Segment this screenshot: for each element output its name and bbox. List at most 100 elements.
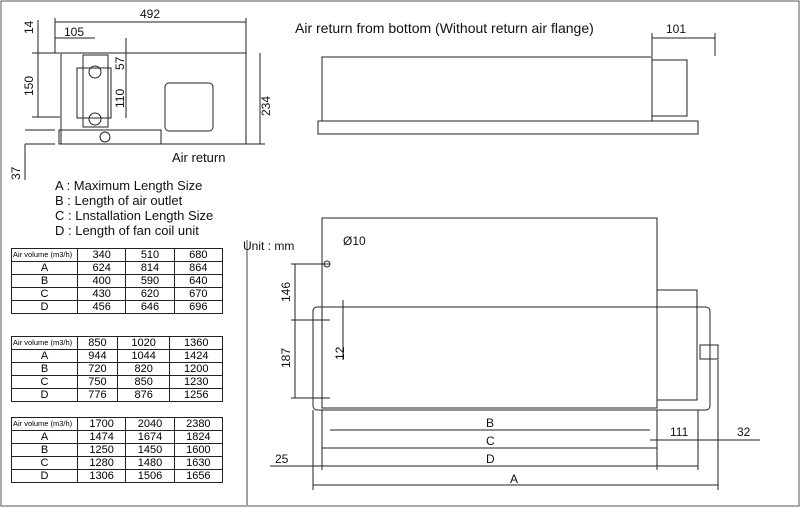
cell-value: 400 [76,274,127,288]
row-key: D [11,469,78,483]
legend: A : Maximum Length Size B : Length of ai… [55,178,213,238]
dim-14: 14 [22,20,36,34]
dim-187: 187 [279,348,293,368]
cell-value: 456 [76,300,127,314]
dim-57: 57 [113,56,127,70]
cell-value: 624 [76,261,127,275]
dim-150: 150 [22,76,36,96]
cell-value: 776 [77,388,118,402]
dim-101: 101 [666,22,686,36]
air-volume-value: 680 [173,248,224,262]
junction-box [164,82,214,132]
cell-value: 1600 [173,443,224,457]
legend-c: C : Lnstallation Length Size [55,208,213,223]
plan-body [321,217,658,409]
legend-b: B : Length of air outlet [55,193,183,208]
plan-view: Unit : mm Ø10 146 187 12 B C D 25 A 111 … [243,217,760,490]
side-base [317,120,699,135]
dim-32: 32 [737,425,751,439]
air-volume-header: Air volume (m3/h) [11,417,78,431]
row-key: D [11,388,78,402]
dim-a: A [510,472,518,486]
cell-value: 1230 [169,375,223,389]
cell-value: 1306 [76,469,127,483]
air-volume-value: 1700 [76,417,127,431]
legend-d: D : Length of fan coil unit [55,223,199,238]
dim-b: B [486,416,494,430]
cell-value: 1474 [76,430,127,444]
dim-d: D [486,452,495,466]
plan-control-box [656,289,698,401]
water-outlet [88,112,102,126]
air-volume-header: Air volume (m3/h) [11,336,78,350]
cell-value: 1044 [116,349,171,363]
dim-c: C [486,434,495,448]
cell-value: 1824 [173,430,224,444]
air-volume-value: 510 [125,248,175,262]
row-key: A [11,430,78,444]
cell-value: 1250 [76,443,127,457]
drain-outlet [99,131,111,143]
cell-value: 876 [116,388,171,402]
air-volume-value: 2040 [125,417,175,431]
dim-110: 110 [113,89,127,108]
cell-value: 1630 [173,456,224,470]
air-volume-value: 1020 [116,336,171,350]
cell-value: 430 [76,287,127,301]
dim-37: 37 [9,166,23,180]
plan-pipe [699,344,719,360]
cell-value: 1480 [125,456,175,470]
row-key: C [11,375,78,389]
cell-value: 1280 [76,456,127,470]
side-body [321,56,653,122]
side-view-title: Air return from bottom (Without return a… [295,20,594,36]
air-return-label: Air return [172,150,225,165]
water-inlet [88,65,102,79]
cell-value: 1506 [125,469,175,483]
cell-value: 850 [116,375,171,389]
row-key: B [11,443,78,457]
row-key: A [11,349,78,363]
air-volume-value: 1360 [169,336,223,350]
dim-105: 105 [64,25,84,39]
cell-value: 620 [125,287,175,301]
cell-value: 1674 [125,430,175,444]
drain-pan [58,129,162,145]
row-key: D [11,300,78,314]
top-view: 492 105 14 150 57 110 234 37 Air return [9,7,273,180]
row-key: C [11,287,78,301]
pipe-bracket [82,54,109,128]
row-key: A [11,261,78,275]
dim-111: 111 [670,425,689,439]
air-volume-value: 850 [77,336,118,350]
unit-label: Unit : mm [243,239,294,253]
cell-value: 1424 [169,349,223,363]
dim-234: 234 [259,96,273,116]
dim-25: 25 [275,452,289,466]
air-volume-value: 2380 [173,417,224,431]
dim-492: 492 [140,7,160,21]
dim-146: 146 [279,282,293,302]
legend-a: A : Maximum Length Size [55,178,202,193]
cell-value: 1200 [169,362,223,376]
cell-value: 1656 [173,469,224,483]
cell-value: 590 [125,274,175,288]
row-key: C [11,456,78,470]
coil-plate [76,67,112,119]
